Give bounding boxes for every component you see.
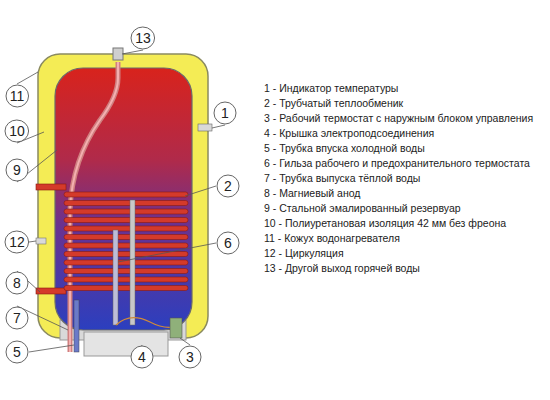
coil-winding	[64, 192, 188, 197]
callout-number: 4	[138, 350, 146, 364]
coil-winding	[64, 277, 188, 282]
coil-winding	[64, 218, 188, 223]
callout-circle: 7	[5, 306, 29, 330]
legend-line: 1 - Индикатор температуры	[264, 82, 398, 95]
callout-circle: 3	[178, 345, 202, 369]
wires	[116, 318, 178, 328]
legend-line: 5 - Трубка впуска холодной воды	[264, 142, 425, 155]
legend-line: 7 - Трубка выпуска тёплой воды	[264, 172, 420, 185]
coil-winding	[64, 226, 188, 231]
warm-outlet-pipe-shine	[70, 62, 118, 352]
legend-line: 8 - Магниевый анод	[264, 187, 361, 200]
coil-winding	[64, 286, 188, 291]
electrical-cover	[84, 332, 168, 356]
thermostat-sleeve	[113, 230, 118, 325]
leader-lines	[17, 50, 225, 352]
callout-circle: 9	[5, 158, 29, 182]
callout-number: 2	[224, 179, 232, 193]
thermostat	[170, 318, 182, 338]
callout-number: 10	[9, 124, 25, 138]
cold-inlet-pipe	[74, 300, 79, 352]
legend-line: 12 - Циркуляция	[264, 247, 344, 260]
heat-exchanger-coil	[64, 192, 188, 291]
callout-number: 5	[13, 345, 21, 359]
callout-number: 11	[10, 89, 25, 103]
coil-winding	[64, 269, 188, 274]
heater-casing	[38, 54, 208, 338]
legend-line: 2 - Трубчатый теплообменик	[264, 97, 403, 110]
coil-winding	[64, 235, 188, 240]
callout-number: 6	[224, 236, 232, 250]
callout-number: 8	[13, 276, 21, 290]
circulation-stub	[36, 238, 46, 244]
callout-circle: 2	[216, 174, 240, 198]
legend-line: 3 - Рабочий термостат с наружным блоком …	[264, 112, 533, 125]
callout-circle: 6	[216, 231, 240, 255]
magnesium-anode	[130, 200, 135, 325]
callout-circle: 1	[213, 101, 237, 125]
callout-number: 12	[9, 235, 25, 249]
callout-circle: 4	[130, 345, 154, 369]
callout-circle: 10	[4, 119, 30, 143]
coil-winding	[64, 243, 188, 248]
coil-inlet	[36, 184, 66, 190]
coil-outlet	[36, 288, 66, 294]
coil-winding	[64, 209, 188, 214]
callout-number: 7	[13, 311, 21, 325]
legend-line: 9 - Стальной эмалированный резервуар	[264, 202, 461, 215]
temperature-indicator	[198, 124, 212, 131]
legend-line: 11 - Кожух водонагревателя	[264, 232, 400, 245]
steel-tank	[55, 68, 192, 330]
callout-circle: 5	[5, 340, 29, 364]
callout-circle: 12	[4, 230, 30, 254]
legend-line: 4 - Крышка электроподсоединения	[264, 127, 434, 140]
coil-winding	[64, 201, 188, 206]
hot-outlet-stub	[113, 48, 123, 60]
callout-number: 9	[13, 163, 21, 177]
callout-circle: 8	[5, 271, 29, 295]
callout-circle: 13	[130, 26, 156, 50]
callout-number: 13	[135, 31, 151, 45]
legend-line: 13 - Другой выход горячей воды	[264, 262, 420, 275]
callout-number: 3	[186, 350, 194, 364]
legend-line: 10 - Полиуретановая изоляция 42 мм без ф…	[264, 217, 506, 230]
callout-circle: 11	[5, 84, 30, 108]
callout-number: 1	[221, 106, 229, 120]
warm-outlet-pipe	[70, 62, 118, 352]
legend-line: 6 - Гильза рабочего и предохранительного…	[264, 157, 530, 170]
